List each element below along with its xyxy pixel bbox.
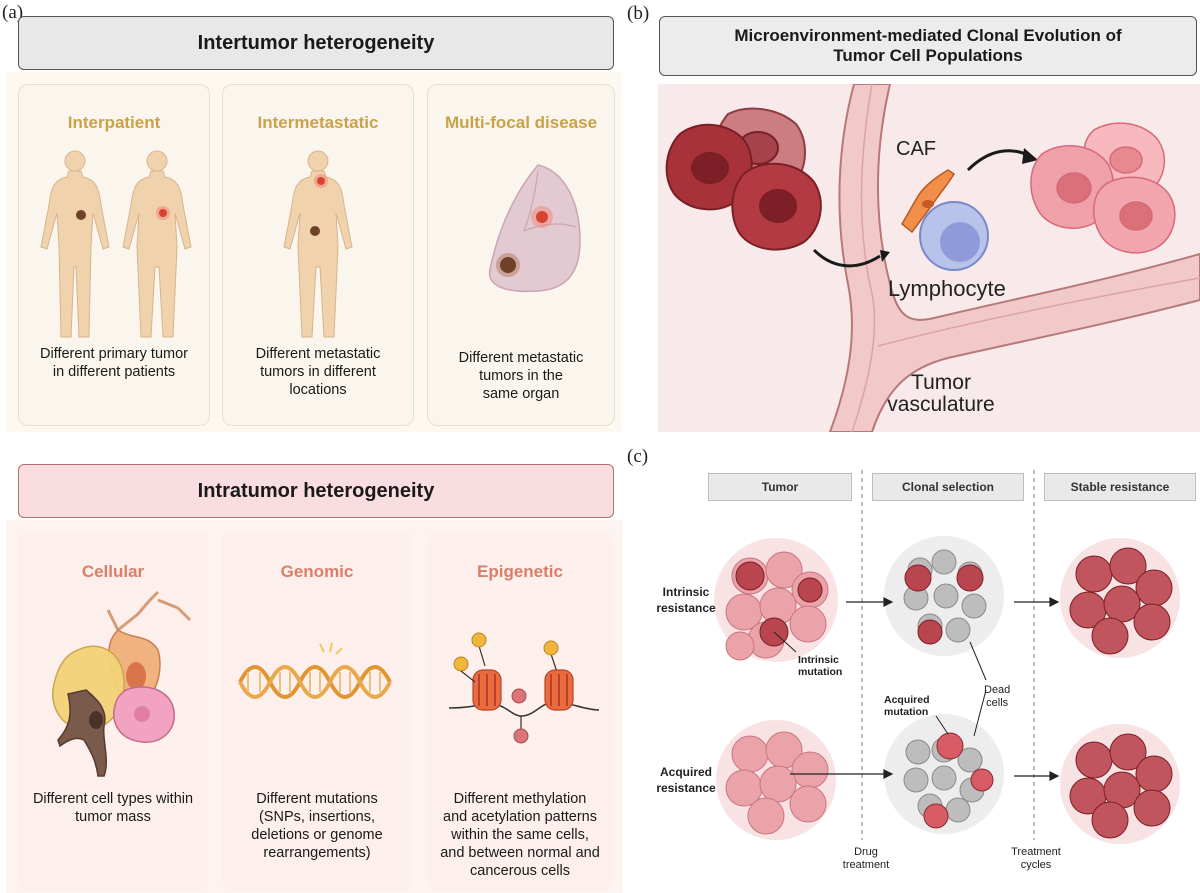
panel-b-title-line: Tumor Cell Populations	[833, 46, 1023, 65]
col-header-tumor: Tumor	[708, 473, 852, 501]
intratumor-header: Intratumor heterogeneity	[18, 464, 614, 518]
col-header-clonal-selection: Clonal selection	[872, 473, 1024, 501]
lung-illustration	[488, 164, 581, 293]
card-title: Cellular	[81, 562, 145, 581]
desc-line: Different metastatic	[255, 346, 381, 362]
two-bodies-illustration	[40, 150, 192, 338]
desc-line: Different methylation	[453, 791, 587, 807]
drug-treatment-label: Drug treatment	[836, 846, 896, 872]
cell-types-illustration	[52, 590, 192, 777]
desc-line: Different mutations	[256, 791, 378, 807]
panel-b-title: Microenvironment-mediated Clonal Evoluti…	[659, 16, 1197, 76]
vasculature-label-line: vasculature	[887, 393, 995, 416]
desc-line: tumors in the	[479, 368, 563, 384]
acquired-mutation-label: Acquired mutation	[884, 694, 930, 718]
desc-line: and between normal and	[440, 845, 600, 861]
ann-line: Acquired	[884, 694, 930, 706]
row-label-line: resistance	[656, 781, 716, 795]
desc-line: same organ	[482, 386, 560, 402]
desc-line: Different cell types within	[32, 791, 194, 807]
ann-line: mutation	[798, 666, 843, 678]
desc-line: deletions or genome	[251, 827, 383, 843]
card-title: Epigenetic	[477, 562, 563, 581]
ann-line: Intrinsic	[798, 654, 839, 666]
ann-line: Dead	[984, 684, 1011, 696]
body-illustration	[283, 150, 353, 338]
desc-line: within the same cells,	[451, 827, 589, 843]
row-label-acquired: Acquired resistance	[648, 764, 724, 796]
lymphocyte-label: Lymphocyte	[888, 276, 1006, 301]
row-label-line: Acquired	[659, 765, 712, 779]
row-label-line: Intrinsic	[662, 585, 710, 599]
microenvironment-illustration	[658, 84, 1200, 432]
clonal-selection-illustration	[714, 470, 1180, 844]
ann-line: cells	[986, 697, 1009, 709]
vasculature-label: Tumor vasculature	[856, 372, 1026, 416]
card-title: Intermetastatic	[257, 113, 379, 132]
ann-line: Drug	[854, 846, 878, 858]
card-genomic: Genomic Different mutations (SNPs, inser…	[222, 532, 412, 890]
ann-line: Treatment	[1011, 846, 1061, 858]
desc-line: tumors in different	[260, 364, 376, 380]
card-intermetastatic: Intermetastatic Different metastatic tum…	[222, 84, 414, 426]
card-title: Multi-focal disease	[444, 113, 598, 132]
card-title: Interpatient	[67, 113, 161, 132]
desc-line: (SNPs, insertions,	[258, 809, 376, 825]
caf-label: CAF	[896, 138, 936, 160]
card-cellular: Cellular Different cell types within tum…	[18, 532, 208, 890]
card-interpatient: Interpatient Different primary tumor in …	[18, 84, 210, 426]
dna-helix-illustration	[238, 642, 392, 699]
intertumor-header: Intertumor heterogeneity	[18, 16, 614, 70]
desc-line: cancerous cells	[470, 863, 570, 879]
card-multifocal: Multi-focal disease Different metastatic…	[427, 84, 615, 426]
treatment-cycles-label: Treatment cycles	[1004, 846, 1068, 872]
ann-line: treatment	[842, 859, 890, 871]
card-epigenetic: Epigenetic Different methylation and ace…	[427, 532, 613, 890]
card-title: Genomic	[280, 562, 354, 581]
col-header-stable-resistance: Stable resistance	[1044, 473, 1196, 501]
ann-line: cycles	[1020, 859, 1052, 871]
row-label-intrinsic: Intrinsic resistance	[648, 584, 724, 616]
panel-label-c: (c)	[627, 446, 649, 467]
row-label-line: resistance	[656, 601, 716, 615]
dead-cells-label: Dead cells	[984, 684, 1010, 710]
panel-label-a: (a)	[2, 2, 24, 23]
desc-line: Different metastatic	[458, 350, 584, 366]
panel-b-title-line: Microenvironment-mediated Clonal Evoluti…	[734, 26, 1122, 45]
desc-line: rearrangements)	[263, 845, 371, 861]
desc-line: locations	[289, 382, 347, 398]
ann-line: mutation	[884, 706, 929, 718]
desc-line: Different primary tumor	[40, 346, 188, 362]
vasculature-label-line: Tumor	[911, 371, 971, 394]
desc-line: in different patients	[52, 364, 176, 380]
intrinsic-mutation-label: Intrinsic mutation	[798, 654, 842, 678]
desc-line: tumor mass	[75, 809, 151, 825]
desc-line: and acetylation patterns	[443, 809, 597, 825]
panel-label-b: (b)	[627, 3, 650, 24]
chromatin-illustration	[448, 632, 600, 744]
